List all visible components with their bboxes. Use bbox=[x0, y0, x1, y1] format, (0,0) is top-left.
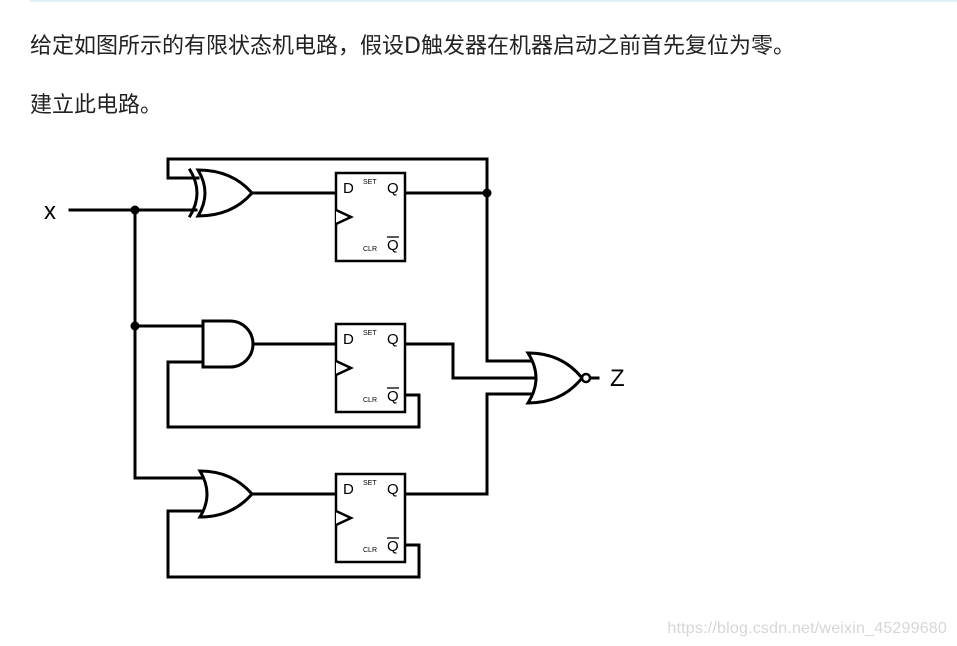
ff1-qbar-label: Q bbox=[387, 237, 399, 254]
nor-gate bbox=[525, 351, 592, 405]
ff2-set-label: SET bbox=[363, 330, 377, 337]
ff3-d-label: D bbox=[343, 481, 354, 498]
wire-ff3-to-nor bbox=[403, 392, 535, 496]
ff2-q-label: Q bbox=[387, 331, 399, 348]
top-divider bbox=[30, 0, 957, 2]
output-z-label: Z bbox=[610, 365, 625, 392]
ff1-q-label: Q bbox=[387, 180, 399, 197]
ff1-clr-label: CLR bbox=[363, 246, 377, 253]
ff3-clr-label: CLR bbox=[363, 547, 377, 554]
wire-x-bus bbox=[133, 208, 208, 480]
junction-dot-ff1-q bbox=[482, 188, 492, 198]
ff3-qbar-label: Q bbox=[387, 538, 399, 555]
input-x-label: x bbox=[44, 198, 56, 225]
ff2-qbar-label: Q bbox=[387, 388, 399, 405]
ff1-d-label: D bbox=[343, 180, 354, 197]
ff3-q-label: Q bbox=[387, 481, 399, 498]
wire-ff1-feedback bbox=[166, 157, 489, 195]
wire-ff2-to-nor bbox=[403, 342, 542, 380]
task-statement: 建立此电路。 bbox=[30, 93, 163, 118]
wire-ff1-to-nor bbox=[485, 191, 535, 363]
ff2-clr-label: CLR bbox=[363, 397, 377, 404]
ff1-set-label: SET bbox=[363, 179, 377, 186]
watermark: https://blog.csdn.net/weixin_45299680 bbox=[667, 620, 947, 637]
ff3-set-label: SET bbox=[363, 480, 377, 487]
junction-dot-x-and bbox=[130, 321, 140, 331]
d-flip-flop-2: D Q Q SET CLR bbox=[334, 322, 407, 414]
wire-ff3-qbar-feedback bbox=[166, 509, 421, 579]
junction-dot-x bbox=[130, 205, 140, 215]
or-gate bbox=[197, 469, 254, 519]
d-flip-flop-3: D Q Q SET CLR bbox=[334, 472, 407, 564]
xor-gate bbox=[187, 167, 254, 219]
d-flip-flop-1: D Q Q SET CLR bbox=[334, 171, 407, 263]
ff2-d-label: D bbox=[343, 331, 354, 348]
wire-ff2-qbar-feedback bbox=[166, 360, 421, 429]
and-gate bbox=[201, 319, 255, 369]
problem-statement: 给定如图所示的有限状态机电路，假设D触发器在机器启动之前首先复位为零。 bbox=[30, 34, 795, 59]
